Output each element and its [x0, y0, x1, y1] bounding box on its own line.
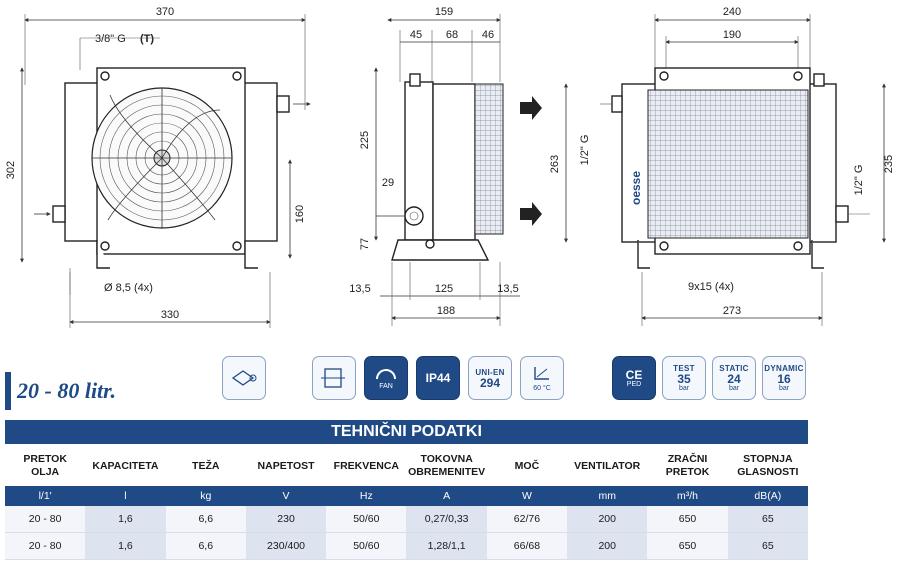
dim-370: 370 — [156, 6, 174, 18]
unit-cell: Hz — [326, 486, 407, 506]
slot-label: 9x15 (4x) — [688, 281, 734, 293]
header-capacity: KAPACITETA — [92, 459, 159, 472]
table-cell: 65 — [727, 532, 808, 560]
thread-38-label: 3/8" G — [95, 33, 126, 45]
table-cell: 1,28/1,1 — [406, 532, 487, 560]
unit-cell: kg — [165, 486, 246, 506]
table-cell: 1,6 — [85, 532, 166, 560]
dim-77: 77 — [359, 238, 371, 250]
capacity-band: 20 - 80 litr. — [5, 372, 139, 410]
dim-68: 68 — [446, 29, 458, 41]
hole-label: Ø 8,5 (4x) — [104, 282, 153, 294]
temperature-icon: 60 °C — [520, 356, 564, 400]
filter-symbol-icon — [222, 356, 266, 400]
dim-240: 240 — [723, 6, 741, 18]
static-24-bar-icon: STATIC 24 bar — [712, 356, 756, 400]
fan-icon: FAN — [364, 356, 408, 400]
table-cell: 0,27/0,33 — [406, 506, 487, 533]
dim-263: 263 — [549, 155, 561, 173]
table-cell: 6,6 — [165, 532, 246, 560]
dim-13-5-left: 13,5 — [349, 283, 370, 295]
dim-29: 29 — [382, 177, 394, 189]
test-35-bar-icon: TEST 35 bar — [662, 356, 706, 400]
brand-logo: oesse — [629, 171, 643, 205]
header-voltage: NAPETOST — [257, 459, 315, 472]
unit-cell: m³/h — [647, 486, 728, 506]
dim-302: 302 — [5, 161, 17, 179]
table-cell: 650 — [647, 532, 728, 560]
unit-cell: mm — [567, 486, 648, 506]
dim-330: 330 — [161, 309, 179, 321]
header-fan: VENTILATOR — [574, 459, 641, 472]
table-cell: 66/68 — [486, 532, 568, 560]
table-cell: 1,6 — [85, 506, 166, 533]
spec-table-title: TEHNIČNI PODATKI — [5, 420, 808, 444]
dim-235: 235 — [883, 155, 895, 173]
dim-273: 273 — [723, 305, 741, 317]
table-cell: 650 — [647, 506, 728, 533]
header-weight: TEŽA — [192, 459, 220, 472]
dim-188: 188 — [437, 305, 455, 317]
side-view: 159 45 68 46 225 29 77 13,5 125 13,5 — [349, 6, 542, 326]
units-row: l/1' l kg V Hz A W mm m³/h dB(A) — [5, 486, 808, 506]
unit-cell: l — [85, 486, 166, 506]
unit-cell: l/1' — [5, 486, 86, 506]
table-cell: 50/60 — [326, 532, 407, 560]
dim-160: 160 — [294, 205, 306, 223]
table-cell: 50/60 — [326, 506, 407, 533]
unit-cell: A — [406, 486, 487, 506]
dim-46: 46 — [482, 29, 494, 41]
table-cell: 20 - 80 — [5, 532, 86, 560]
unit-cell: dB(A) — [727, 486, 808, 506]
bypass-symbol-icon — [312, 356, 356, 400]
thread-12-right-label: 1/2" G — [853, 165, 865, 196]
dim-159: 159 — [435, 6, 453, 18]
dim-45: 45 — [410, 29, 422, 41]
table-cell: 230 — [245, 506, 327, 533]
table-cell: 200 — [567, 532, 648, 560]
rear-view: 240 190 oesse 263 1/2" G 235 1/2" G 9x15… — [549, 6, 895, 326]
table-cell: 65 — [727, 506, 808, 533]
table-cell: 230/400 — [245, 532, 327, 560]
fan-guard — [91, 87, 233, 229]
thread-12-left-label: 1/2" G — [579, 135, 591, 166]
table-cell: 20 - 80 — [5, 506, 86, 533]
ip44-icon: IP44 — [416, 356, 460, 400]
unit-cell: V — [245, 486, 327, 506]
front-view: 370 3/8" G (T) 302 — [5, 6, 311, 328]
ce-ped-icon: CE PED — [612, 356, 656, 400]
header-power: MOČ — [514, 459, 540, 472]
dim-190: 190 — [723, 29, 741, 41]
table-cell: 62/76 — [486, 506, 568, 533]
dynamic-16-bar-icon: DYNAMIC 16 bar — [762, 356, 806, 400]
uni-en-294-icon: UNI-EN 294 — [468, 356, 512, 400]
certification-icons: FAN IP44 UNI-EN 294 60 °C CE PED TEST 35… — [0, 356, 900, 406]
dim-13-5-right: 13,5 — [497, 283, 518, 295]
dim-225: 225 — [359, 131, 371, 149]
table-cell: 200 — [567, 506, 648, 533]
table-cell: 6,6 — [165, 506, 246, 533]
dim-125: 125 — [435, 283, 453, 295]
header-frequency: FREKVENCA — [333, 459, 399, 472]
table-row: 20 - 80 1,6 6,6 230/400 50/60 1,28/1,1 6… — [5, 532, 808, 560]
thread-38-t-label: (T) — [140, 33, 154, 45]
unit-cell: W — [486, 486, 568, 506]
technical-drawing: 370 3/8" G (T) 302 — [5, 6, 895, 328]
table-row: 20 - 80 1,6 6,6 230 50/60 0,27/0,33 62/7… — [5, 506, 808, 533]
capacity-label: 20 - 80 litr. — [17, 378, 117, 403]
